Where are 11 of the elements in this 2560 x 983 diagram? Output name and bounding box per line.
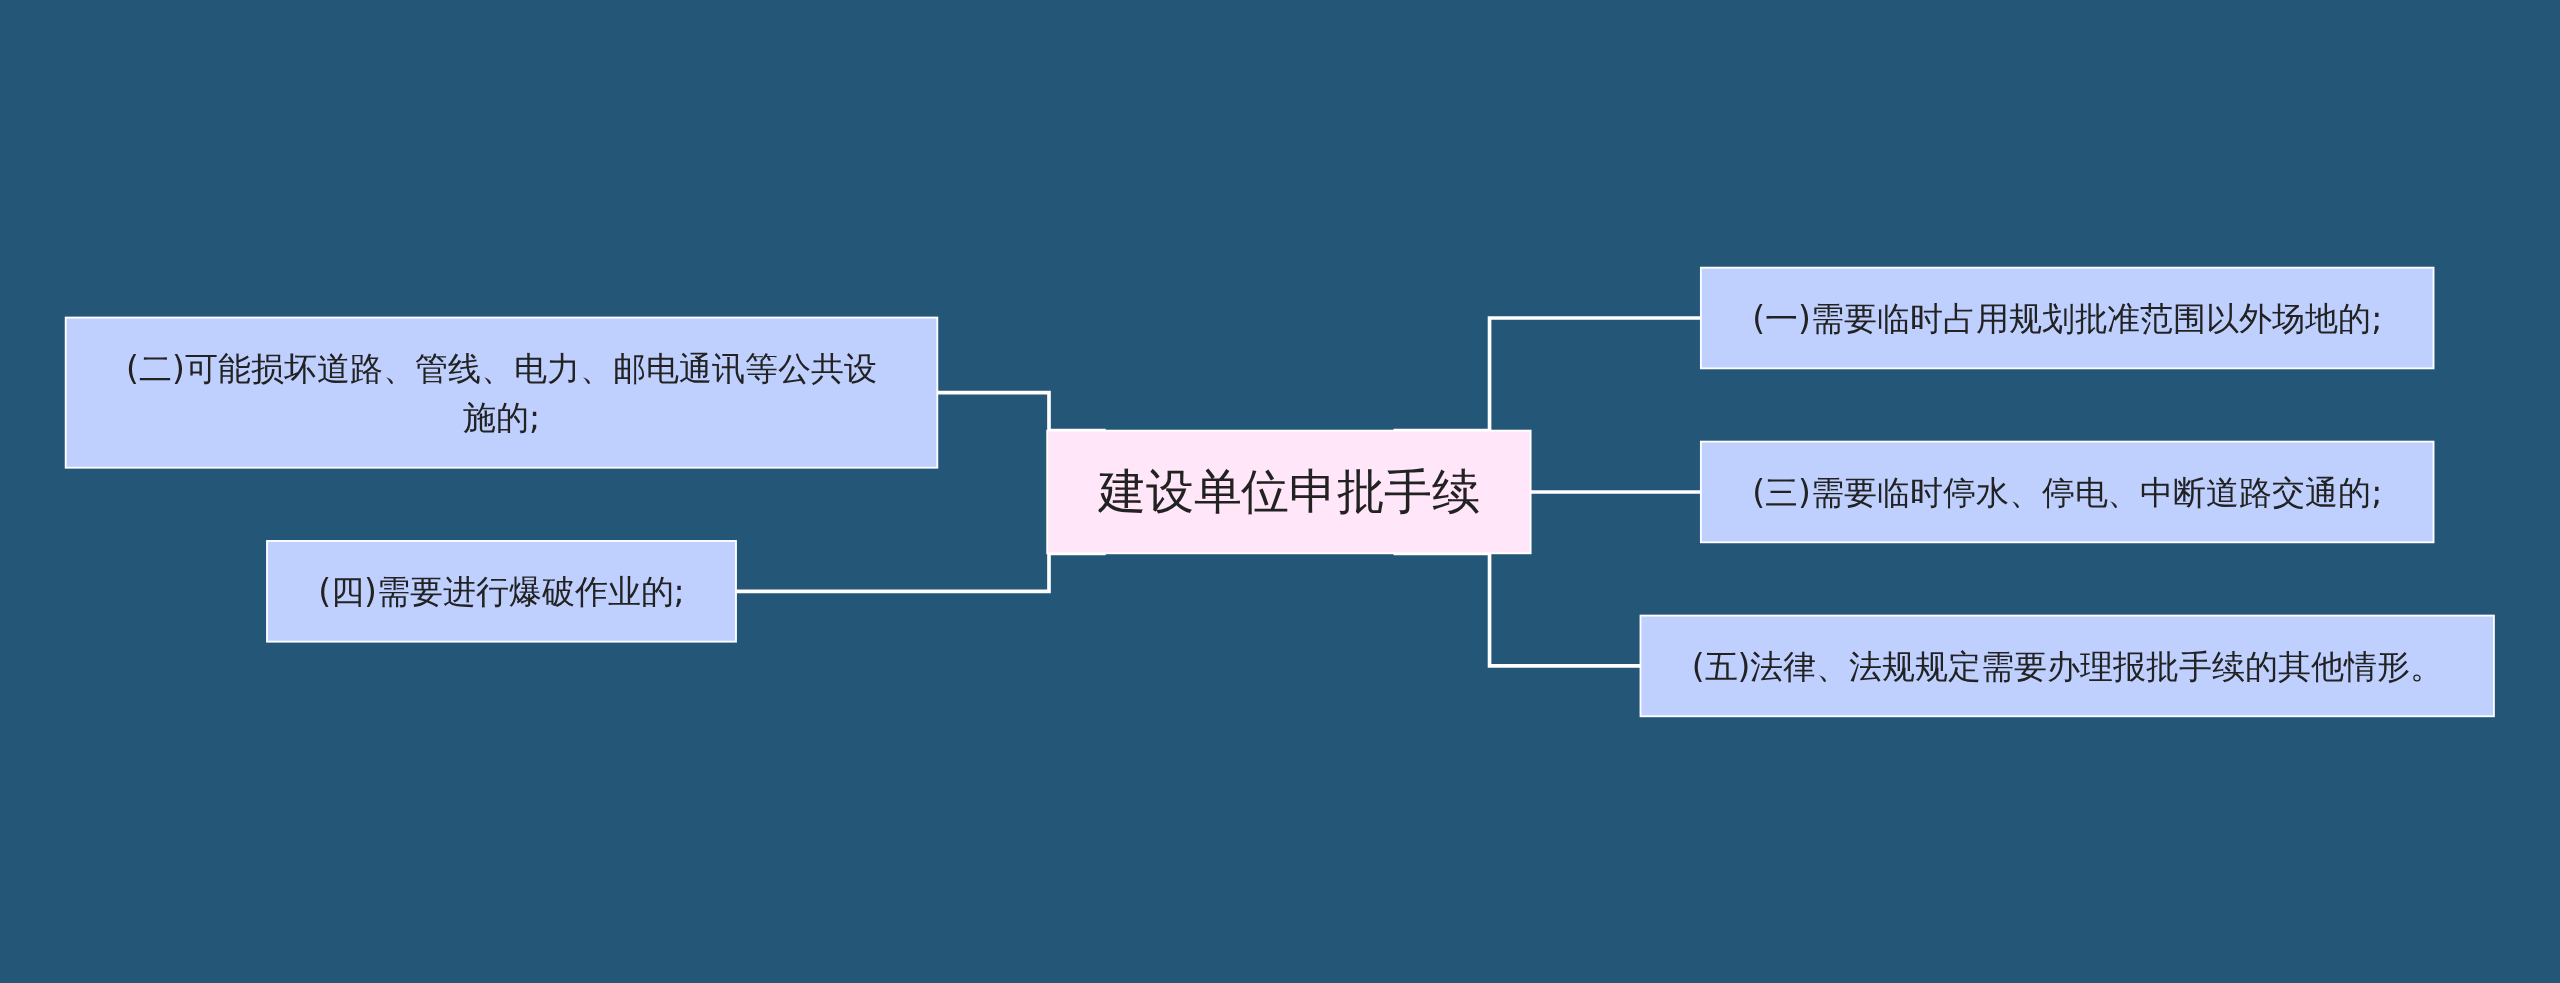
connector xyxy=(1393,551,1641,668)
node-box: 建设单位申批手续 xyxy=(1046,429,1532,554)
connector xyxy=(736,551,1106,593)
node-box: (三)需要临时停水、停电、中断道路交通的; xyxy=(1700,440,2435,543)
connector xyxy=(937,390,1106,432)
node-box: (五)法律、法规规定需要办理报批手续的其他情形。 xyxy=(1639,614,2496,717)
connector xyxy=(1530,489,1702,494)
node-box: (四)需要进行爆破作业的; xyxy=(266,539,738,643)
node-box: (一)需要临时占用规划批准范围以外场地的; xyxy=(1700,266,2435,369)
connector xyxy=(1393,315,1702,432)
node-box: (二)可能损坏道路、管线、电力、邮电通讯等公共设施的; xyxy=(64,316,939,469)
